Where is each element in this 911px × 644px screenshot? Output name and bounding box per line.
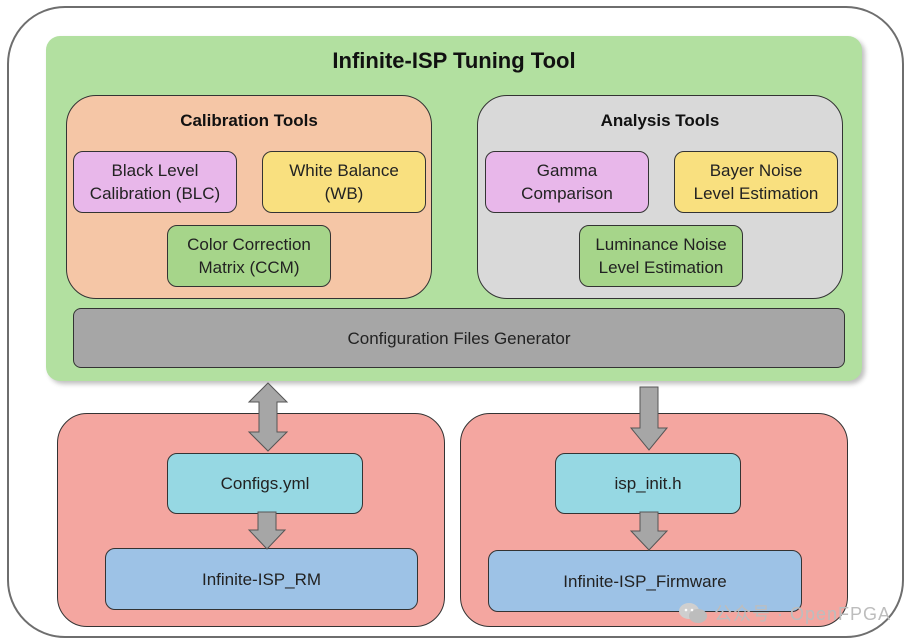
analysis-tools-title: Analysis Tools — [600, 111, 720, 130]
config-generator-box: Configuration Files Generator — [73, 308, 845, 368]
gamma-box: Gamma Comparison — [485, 151, 649, 213]
isp-init-box: isp_init.h — [555, 453, 741, 514]
blc-box: Black Level Calibration (BLC) — [73, 151, 237, 213]
wb-box: White Balance (WB) — [262, 151, 426, 213]
calibration-tools-title: Calibration Tools — [180, 111, 318, 130]
ccm-box: Color Correction Matrix (CCM) — [167, 225, 331, 287]
tuning-tool-title: Infinite-ISP Tuning Tool — [332, 48, 576, 73]
down-arrow-init-firmware — [629, 511, 669, 551]
luminance-noise-box: Luminance Noise Level Estimation — [579, 225, 743, 287]
infinite-isp-rm-box: Infinite-ISP_RM — [105, 548, 418, 610]
down-arrow-generator-init — [629, 386, 669, 451]
infinite-isp-firmware-box: Infinite-ISP_Firmware — [488, 550, 802, 612]
down-arrow-configs-rm — [247, 511, 287, 550]
wechat-icon — [678, 601, 708, 625]
watermark-text: 公众号 · OpenFPGA — [713, 604, 891, 624]
configs-yml-box: Configs.yml — [167, 453, 363, 514]
watermark: 公众号 · OpenFPGA — [678, 600, 891, 626]
bayer-noise-box: Bayer Noise Level Estimation — [674, 151, 838, 213]
bidirectional-arrow — [247, 382, 289, 452]
